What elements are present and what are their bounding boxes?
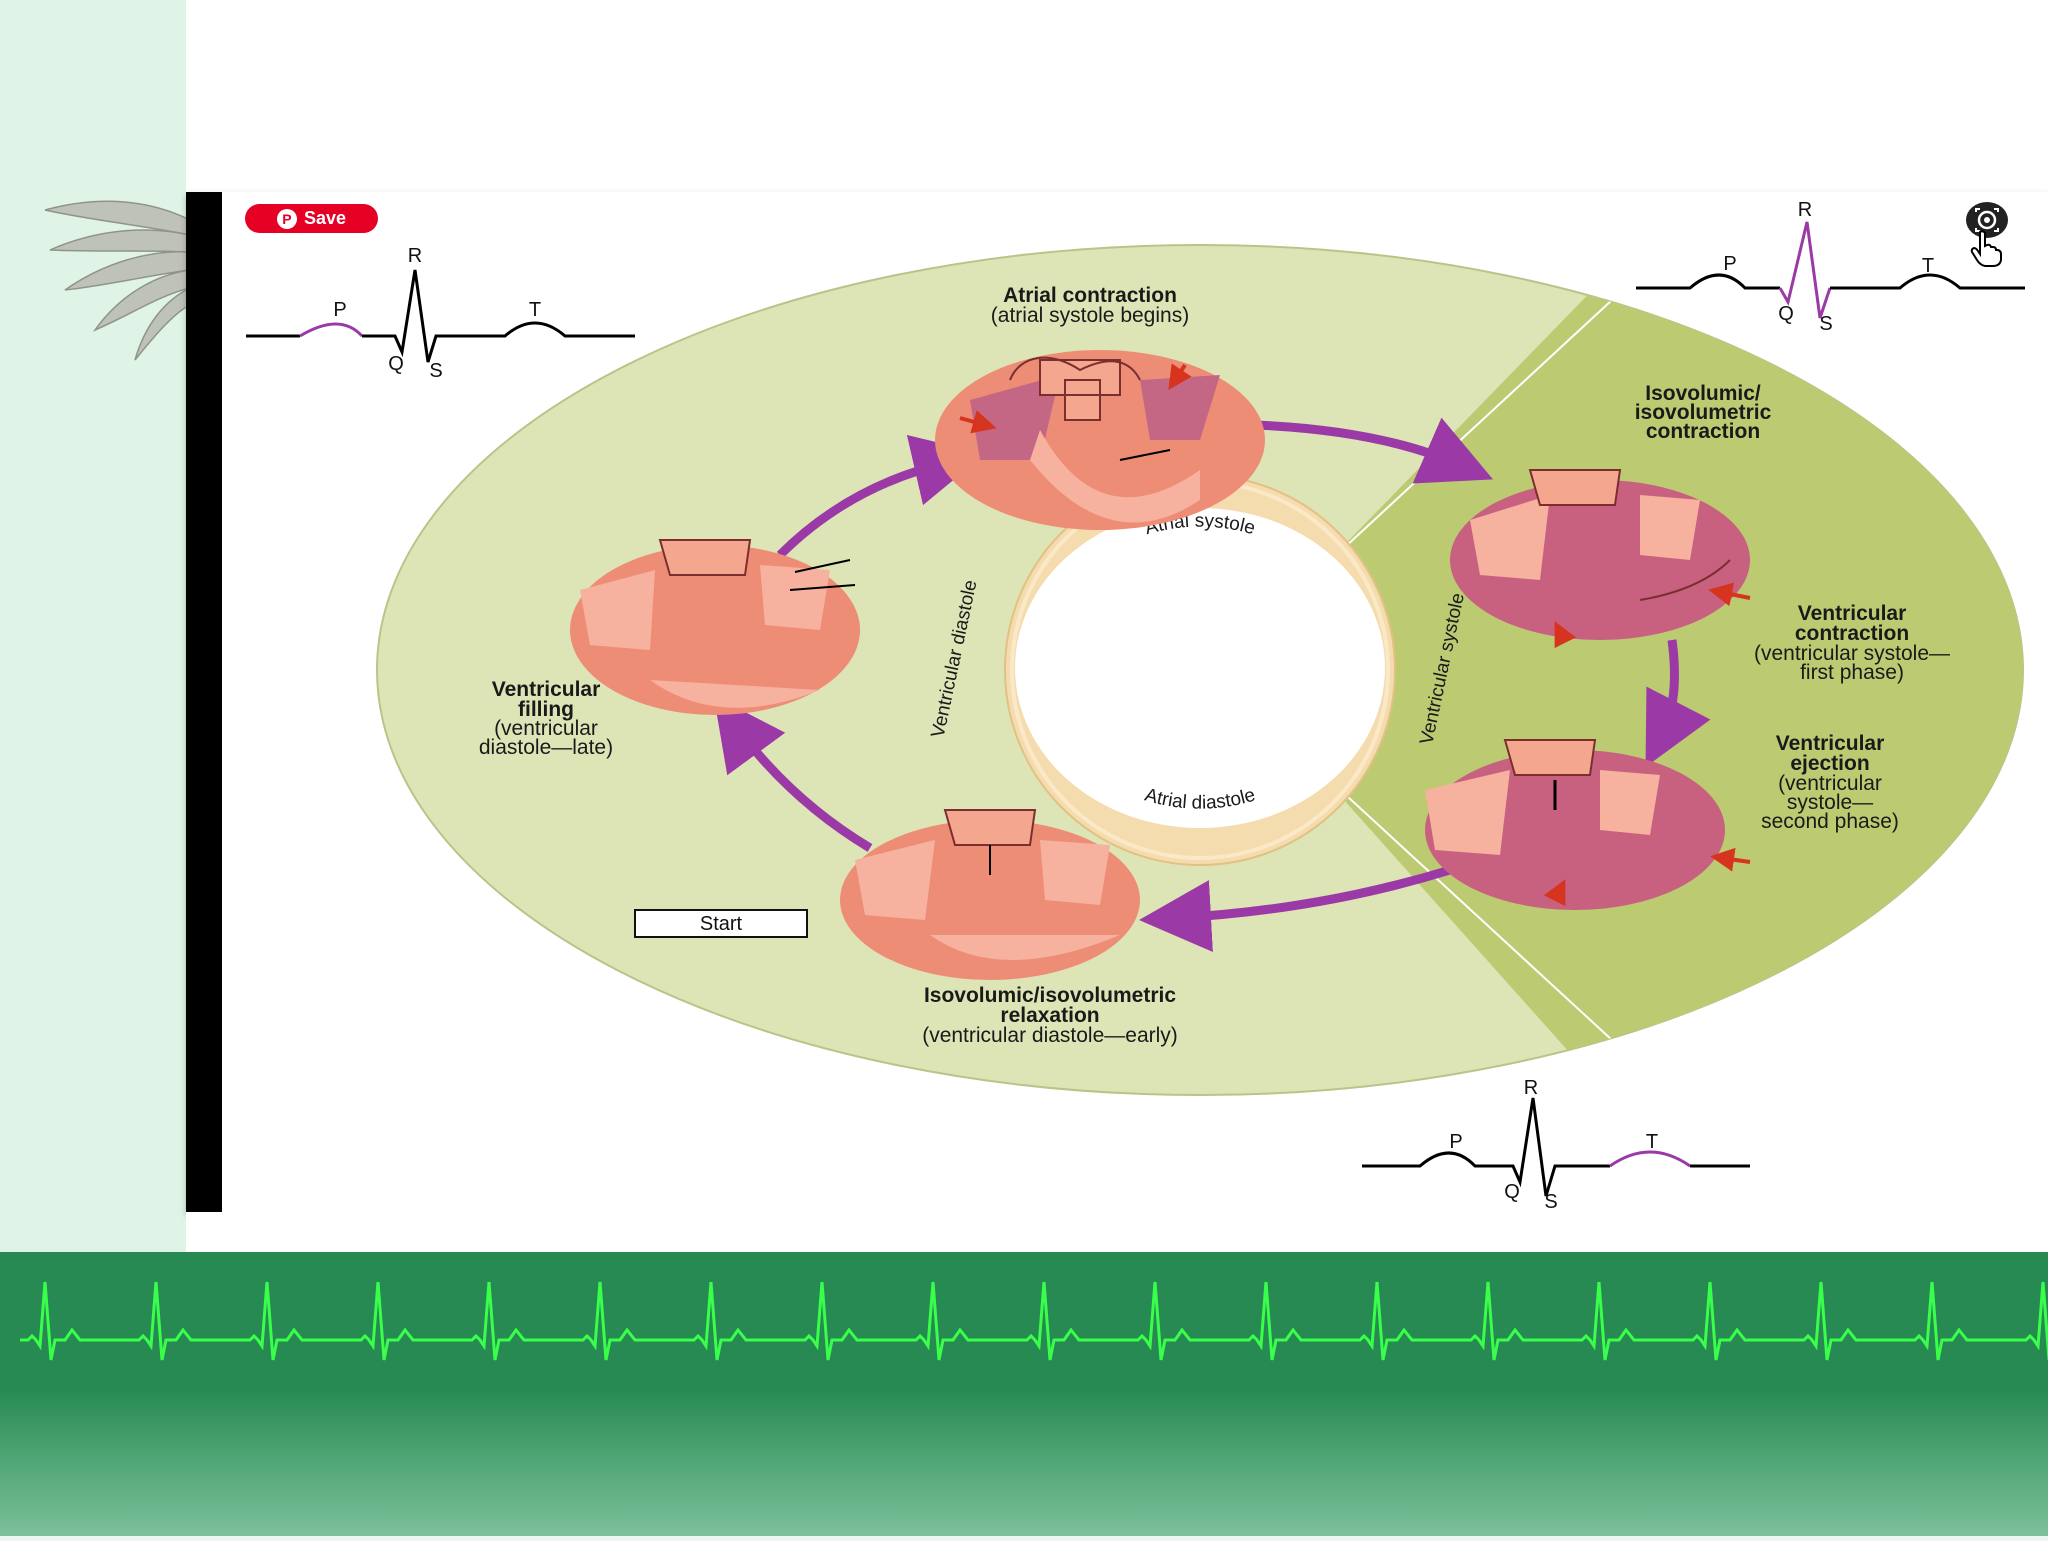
label-iso-contraction-2: isovolumetric (1635, 401, 1772, 424)
svg-text:R: R (1798, 199, 1812, 221)
heart-iso-relaxation (840, 809, 1140, 980)
heart-atrial-contraction (935, 350, 1265, 530)
label-vent-ejection-sub-2: systole— (1787, 791, 1873, 814)
arrow-iso-to-ejection (1645, 639, 1711, 768)
label-vent-filling-sub-1: (ventricular (494, 717, 598, 740)
svg-text:Q: Q (388, 353, 404, 375)
label-vent-filling-1: Ventricular (492, 678, 601, 701)
label-iso-relaxation-1: Isovolumic/isovolumetric (924, 984, 1176, 1007)
label-vent-contraction-2: contraction (1795, 622, 1909, 645)
svg-text:R: R (408, 245, 422, 267)
pinterest-icon: P (276, 208, 297, 229)
save-button-label: Save (303, 208, 347, 228)
svg-text:Q: Q (1504, 1181, 1520, 1203)
ecg-bottom: P R Q S T (1362, 1077, 1750, 1213)
svg-text:S: S (429, 360, 442, 382)
save-button[interactable]: P Save (245, 204, 378, 233)
visual-search-icon[interactable] (1966, 202, 2008, 238)
center-hole (1015, 508, 1385, 828)
svg-text:T: T (1922, 255, 1934, 277)
svg-text:Q: Q (1778, 303, 1794, 325)
ecg-trace (20, 1281, 2048, 1361)
arrow-contraction-to-iso (1254, 417, 1493, 484)
label-vent-ejection-2: ejection (1790, 752, 1869, 775)
heart-ventricular-ejection (1425, 739, 1751, 910)
label-vent-ejection-sub-1: (ventricular (1778, 772, 1882, 795)
hand-cursor-icon (1970, 230, 2002, 267)
svg-text:P: P (1723, 253, 1736, 275)
label-atrial-contraction-sub: (atrial systole begins) (991, 304, 1189, 327)
svg-text:P: P (1449, 1131, 1462, 1153)
label-vent-contraction-1: Ventricular (1798, 602, 1907, 625)
label-vent-contraction-sub-2: first phase) (1800, 661, 1904, 684)
arrow-ejection-to-relaxation (1139, 865, 1452, 952)
svg-text:T: T (1646, 1131, 1658, 1153)
label-vent-ejection-1: Ventricular (1776, 732, 1885, 755)
label-vent-filling-sub-2: diastole—late) (479, 736, 613, 759)
wing-decoration (44, 200, 190, 361)
heart-ventricular-filling (570, 539, 860, 715)
svg-text:T: T (529, 299, 541, 321)
top-background (186, 0, 2048, 192)
label-atrial-contraction: Atrial contraction (1003, 284, 1177, 307)
svg-text:R: R (1524, 1077, 1538, 1099)
bottom-band (0, 1252, 2048, 1536)
label-vent-contraction-sub-1: (ventricular systole— (1754, 642, 1950, 665)
ecg-top-right: P R Q S T (1636, 199, 2025, 335)
arrow-relaxation-to-filling (713, 695, 873, 852)
label-iso-relaxation-sub: (ventricular diastole—early) (922, 1024, 1178, 1047)
start-box (634, 909, 808, 938)
svg-text:S: S (1544, 1191, 1557, 1213)
label-iso-contraction-1: Isovolumic/ (1645, 382, 1761, 405)
label-iso-contraction-3: contraction (1646, 420, 1760, 443)
label-vent-ejection-sub-3: second phase) (1761, 810, 1899, 833)
card-left-bar (186, 192, 222, 1212)
ecg-top-left: P R Q S T (246, 245, 635, 382)
start-label: Start (700, 913, 743, 935)
card-bottom-gap (186, 1212, 2048, 1252)
label-vent-filling-2: filling (518, 698, 574, 721)
label-iso-relaxation-2: relaxation (1000, 1004, 1099, 1027)
heart-iso-contraction (1450, 469, 1751, 649)
arrow-filling-to-contraction (776, 434, 986, 559)
svg-text:P: P (333, 299, 346, 321)
svg-text:S: S (1819, 313, 1832, 335)
